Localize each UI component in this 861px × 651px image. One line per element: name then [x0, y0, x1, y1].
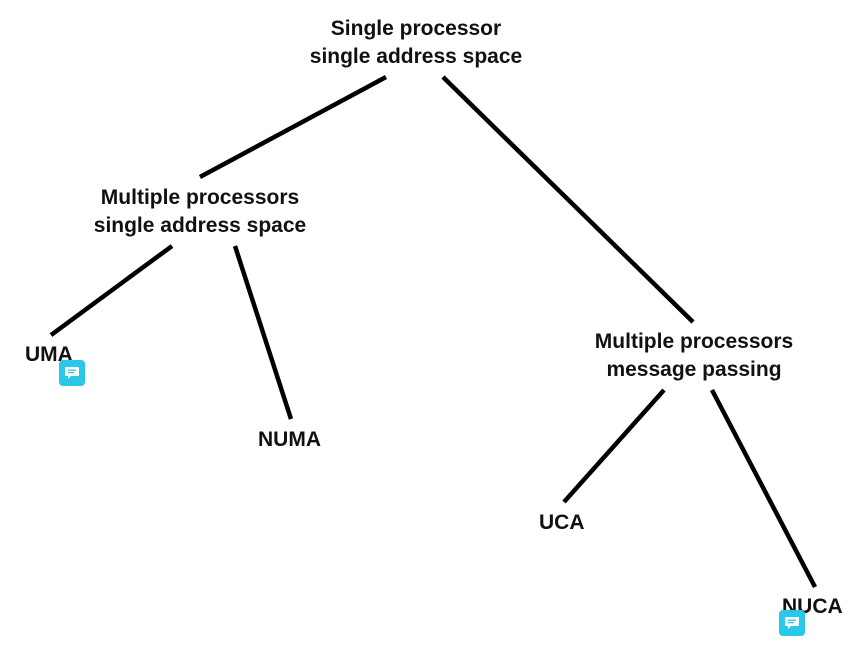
node-uca-label: UCA	[539, 511, 585, 534]
node-message-line1: Multiple processors	[594, 330, 794, 353]
node-multiple-processors-shared: Multiple processors single address space	[60, 184, 340, 240]
edge-message-to-uca	[562, 388, 666, 504]
node-root: Single processor single address space	[276, 15, 556, 71]
node-shared-line2: single address space	[93, 214, 307, 237]
edge-shared-to-uma	[49, 244, 174, 337]
edge-shared-to-numa	[232, 245, 294, 420]
node-numa-label: NUMA	[258, 428, 321, 451]
node-uca: UCA	[539, 509, 585, 537]
comment-icon	[65, 367, 79, 379]
edge-root-to-message	[441, 75, 695, 324]
comment-icon-nuca[interactable]	[779, 610, 805, 636]
node-message-line2: message passing	[606, 358, 782, 381]
node-multiple-processors-message: Multiple processors message passing	[554, 328, 834, 384]
edge-message-to-nuca	[710, 388, 817, 589]
edge-root-to-shared	[198, 75, 388, 179]
node-shared-line1: Multiple processors	[100, 186, 300, 209]
node-root-line2: single address space	[309, 45, 523, 68]
comment-icon-uma[interactable]	[59, 360, 85, 386]
node-root-line1: Single processor	[330, 17, 502, 40]
comment-icon	[785, 617, 799, 629]
node-numa: NUMA	[258, 426, 321, 454]
